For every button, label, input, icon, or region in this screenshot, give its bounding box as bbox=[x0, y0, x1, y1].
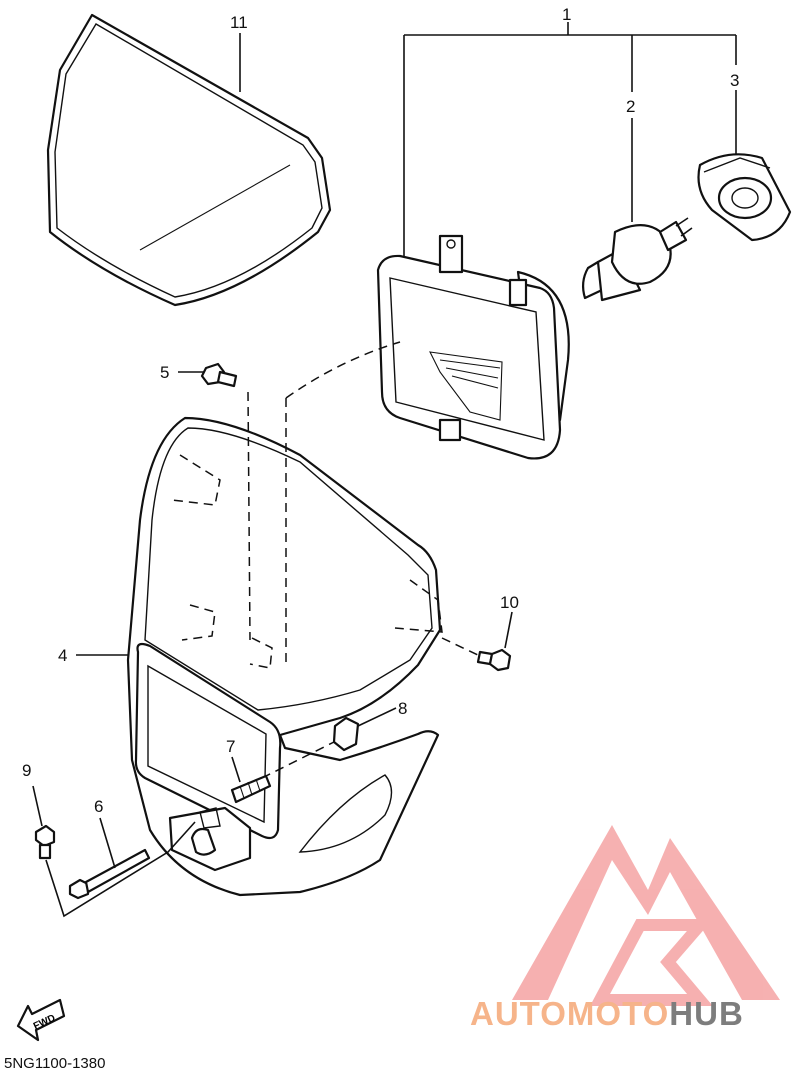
leader-line-10 bbox=[504, 611, 513, 649]
spring-part-7 bbox=[230, 774, 272, 804]
screw-part-5 bbox=[200, 362, 238, 388]
leader-line-9-path bbox=[45, 821, 196, 918]
drawing-code: 5NG1100-1380 bbox=[4, 1055, 106, 1072]
callout-9: 9 bbox=[22, 761, 31, 780]
hidden-edge-10 bbox=[441, 637, 481, 657]
callout-3: 3 bbox=[730, 71, 739, 90]
callout-6: 6 bbox=[94, 797, 103, 816]
hidden-edge-8 bbox=[261, 741, 335, 779]
leader-bracket-1 bbox=[403, 22, 737, 258]
bolt-part-6 bbox=[68, 848, 151, 900]
headlight-cowl-part-4 bbox=[126, 416, 442, 897]
watermark-logo bbox=[512, 825, 780, 1006]
watermark-auto: AUTO bbox=[470, 995, 567, 1032]
leader-line-7 bbox=[231, 756, 241, 783]
callout-7: 7 bbox=[226, 737, 235, 756]
screw-part-9 bbox=[34, 824, 56, 860]
bulb-part-2 bbox=[581, 217, 693, 302]
watermark-moto: MOTO bbox=[566, 995, 670, 1032]
callout-5: 5 bbox=[160, 363, 169, 382]
callout-10: 10 bbox=[500, 593, 519, 612]
nut-part-8 bbox=[332, 716, 360, 752]
leader-line-6 bbox=[99, 817, 116, 869]
callout-4: 4 bbox=[58, 646, 67, 665]
socket-cover-part-3 bbox=[697, 153, 792, 242]
callout-8: 8 bbox=[398, 699, 407, 718]
callout-1: 1 bbox=[562, 5, 571, 24]
callout-2: 2 bbox=[626, 97, 635, 116]
headlight-unit-part-1 bbox=[376, 234, 570, 460]
watermark-hub: HUB bbox=[669, 995, 744, 1032]
fwd-arrow-icon: FWD bbox=[16, 998, 66, 1042]
windscreen-part-11 bbox=[46, 13, 332, 307]
watermark-text: AUTOMOTOHUB bbox=[470, 995, 744, 1033]
callout-11: 11 bbox=[230, 13, 248, 32]
leader-line-9 bbox=[32, 785, 43, 827]
hidden-edge-lines bbox=[171, 341, 443, 669]
leader-line-8 bbox=[357, 707, 397, 727]
screw-part-10 bbox=[476, 648, 512, 672]
